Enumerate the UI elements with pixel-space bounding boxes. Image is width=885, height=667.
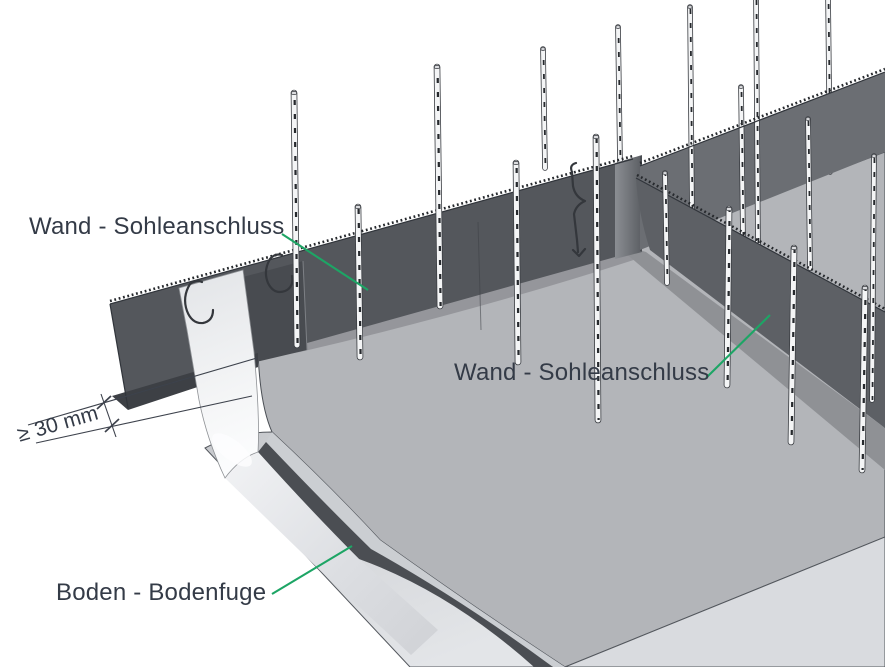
band-top-serration	[109, 154, 634, 303]
rebar-rod	[512, 159, 522, 366]
dimension-tick-lower	[104, 418, 120, 433]
rebar-rod	[433, 63, 444, 310]
waterstop-corner	[615, 155, 642, 259]
band-seam-2	[477, 221, 482, 331]
rebar-rod	[615, 24, 623, 165]
waterstop-band-upper	[640, 72, 885, 250]
rebar-rod	[592, 133, 602, 424]
rebar-rod	[662, 170, 670, 286]
band-seam	[302, 260, 308, 351]
dimension-extension-line-lower	[35, 395, 253, 444]
fixing-hook-2	[264, 253, 294, 294]
leader-line-wand-top	[281, 233, 369, 291]
fixing-hook-1	[183, 279, 215, 325]
band-branch-serration	[636, 173, 885, 311]
tape-bend-highlight	[212, 433, 252, 467]
band-branch-top-edge	[635, 177, 885, 313]
label-wand-sohleanschluss-right: Wand - Sohleanschluss	[454, 359, 710, 386]
rebar-rod	[738, 84, 746, 241]
rebar-rod	[869, 153, 877, 403]
rebar-group-mid	[687, 0, 813, 271]
rebar-rod	[687, 4, 695, 215]
leader-line-boden	[271, 545, 353, 595]
label-boden-bodenfuge: Boden - Bodenfuge	[56, 579, 267, 606]
band-upper-top-edge	[639, 71, 885, 167]
rebar-rod	[787, 244, 798, 446]
joint-tape-on-face	[225, 452, 438, 655]
waterstop-band-branch	[636, 178, 885, 428]
rebar-rod	[290, 89, 301, 349]
slab-front-right-face	[564, 536, 885, 667]
rebar-rod	[858, 284, 869, 474]
band-upper-serration	[639, 67, 885, 165]
slab-edge-chamfer	[266, 432, 565, 667]
label-wand-sohleanschluss-top: Wand - Sohleanschluss	[29, 213, 285, 240]
dimension-tick-upper	[96, 395, 112, 410]
shadow-branch-band	[612, 242, 885, 470]
band-left-end-edge	[109, 303, 129, 409]
rebar-rod	[540, 46, 548, 171]
dimension-extension-line-upper	[27, 357, 258, 426]
rebar-rod	[354, 203, 364, 361]
fixing-hook-3	[570, 161, 587, 258]
dimension-connector	[100, 393, 117, 438]
leader-line-wand-right	[705, 314, 771, 379]
rebar-rod	[805, 116, 813, 271]
